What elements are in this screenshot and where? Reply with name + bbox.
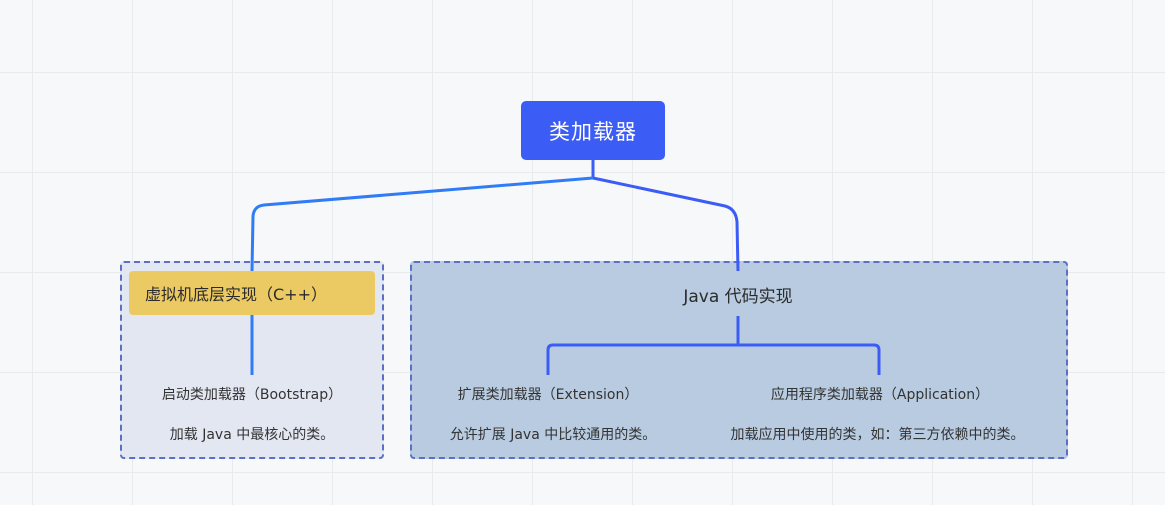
connector-root-to-java (592, 176, 740, 272)
category-label: Java 代码实现 (683, 286, 793, 307)
root-node[interactable]: 类加载器 (521, 101, 665, 160)
leaf-node-bootstrap-title[interactable]: 启动类加载器（Bootstrap） (161, 387, 343, 403)
leaf-node-extension-description: 允许扩展 Java 中比较通用的类。 (449, 427, 657, 443)
root-node-label: 类加载器 (549, 119, 637, 144)
leaf-node-application-description: 加载应用中使用的类，如：第三方依赖中的类。 (730, 427, 1025, 443)
connector-root-to-vm (250, 176, 594, 272)
leaf-node-extension-title[interactable]: 扩展类加载器（Extension） (457, 387, 639, 403)
leaf-node-application-title[interactable]: 应用程序类加载器（Application） (770, 387, 990, 403)
category-node-vm-native[interactable]: 虚拟机底层实现（C++） (129, 271, 375, 315)
category-label: 虚拟机底层实现（C++） (145, 285, 327, 304)
category-node-java-code[interactable]: Java 代码实现 (620, 280, 856, 308)
leaf-node-bootstrap-description: 加载 Java 中最核心的类。 (169, 427, 335, 443)
